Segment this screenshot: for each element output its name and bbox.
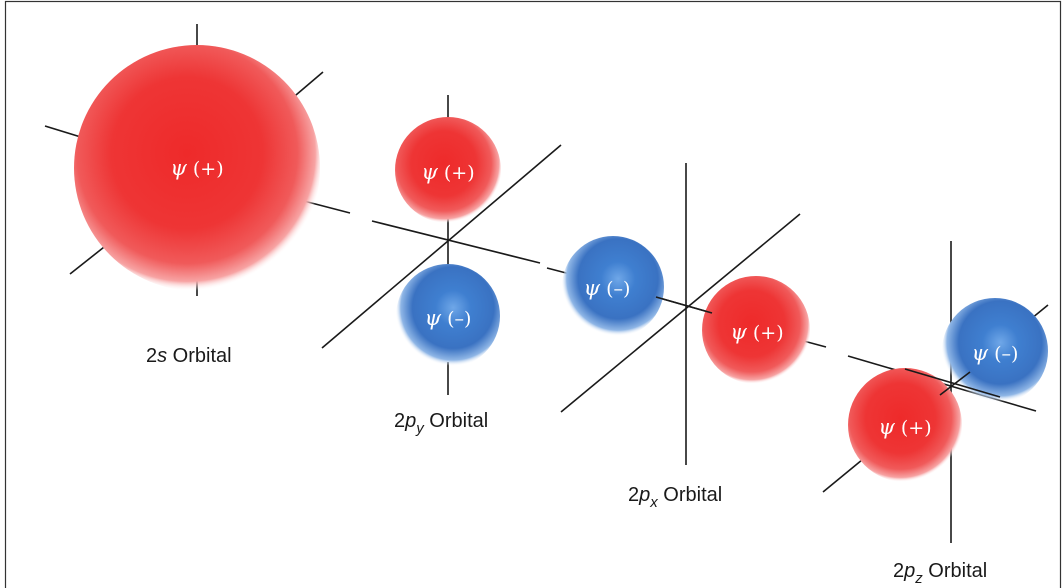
orbital-lobes	[74, 45, 1048, 482]
lobe-2s-positive	[74, 45, 320, 291]
lobe-label-2s: ψ(+)	[170, 156, 223, 180]
caption-2pz-orbital: 2pz Orbital	[893, 560, 987, 587]
lobe-2px-negative	[562, 236, 664, 338]
axis-2py-diag	[321, 144, 562, 349]
lobe-label-2py-top: ψ(+)	[421, 160, 474, 184]
axis-2px-front-segment	[655, 296, 713, 314]
lobe-label-2pz-top: ψ(–)	[972, 341, 1019, 365]
axes-front	[655, 296, 1001, 398]
orbital-captions: 2s Orbital 2py Orbital 2px Orbital 2pz O…	[146, 345, 987, 587]
axis-2pz-front-segment	[904, 368, 1001, 398]
lobe-label-2px-left: ψ(–)	[584, 276, 631, 300]
caption-2s-orbital: 2s Orbital	[146, 345, 232, 367]
lobe-2pz-positive	[848, 368, 962, 482]
caption-2py-orbital: 2py Orbital	[394, 410, 488, 437]
figure-frame	[4, 0, 1062, 588]
lobe-labels: ψ(+) ψ(+) ψ(–) ψ(–) ψ(+) ψ(+) ψ(–)	[170, 156, 1018, 439]
lobe-2py-positive	[395, 117, 501, 223]
lobe-2pz-negative	[942, 298, 1048, 404]
axis-2px-diag	[560, 213, 801, 413]
axis-2pz-diag-bottom	[822, 454, 869, 493]
lobe-2px-positive	[702, 276, 810, 384]
lobe-label-2pz-bottom: ψ(+)	[878, 415, 931, 439]
lobe-label-2py-bottom: ψ(–)	[425, 306, 472, 330]
lobe-label-2px-right: ψ(+)	[730, 320, 783, 344]
axis-2pz-front-diag	[939, 371, 971, 396]
axis-2py-main	[371, 220, 541, 264]
lobe-2py-negative	[396, 264, 500, 368]
caption-2px-orbital: 2px Orbital	[628, 484, 722, 511]
